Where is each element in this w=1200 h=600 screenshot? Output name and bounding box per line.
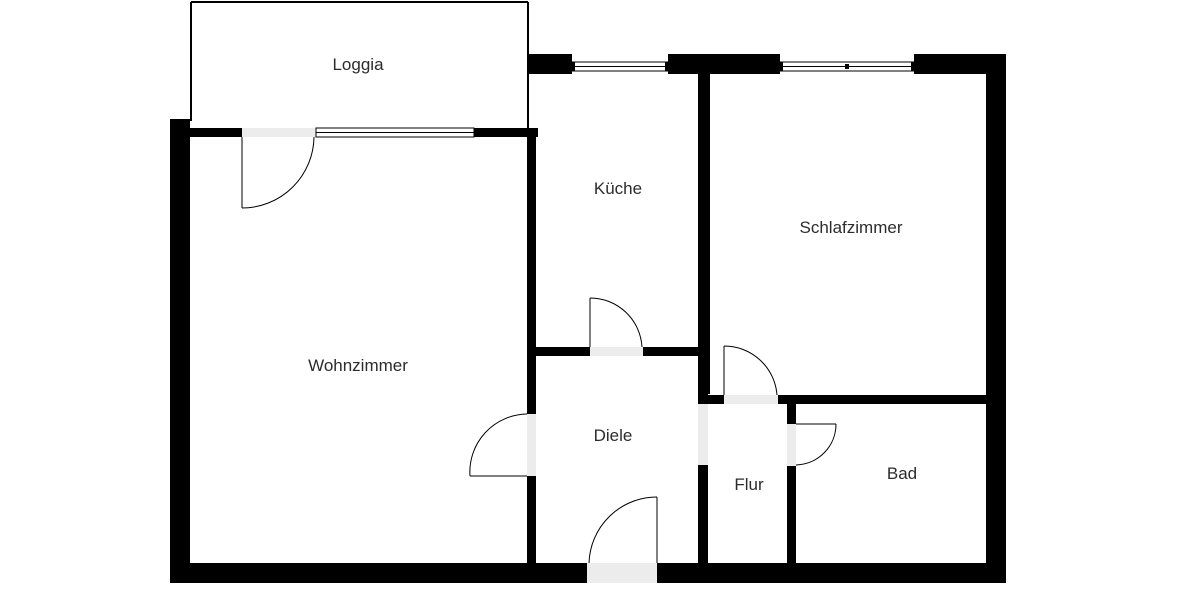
interior-walls <box>527 74 988 576</box>
room-label-flur: Flur <box>734 475 764 494</box>
window-loggia <box>315 127 475 138</box>
room-label-kueche: Küche <box>594 179 642 198</box>
door-schlafzimmer <box>723 345 778 396</box>
door-bad <box>795 423 837 466</box>
window-schlafzimmer <box>779 61 915 72</box>
room-label-diele: Diele <box>594 426 633 445</box>
exterior-walls <box>170 54 1006 583</box>
room-label-bad: Bad <box>887 464 917 483</box>
door-kueche <box>589 297 643 348</box>
room-label-loggia: Loggia <box>332 55 384 74</box>
door-openings <box>242 128 796 583</box>
door-wohnzimmer <box>469 413 528 477</box>
room-label-wohnzimmer: Wohnzimmer <box>308 356 408 375</box>
door-loggia <box>241 136 315 209</box>
window-kueche <box>571 61 669 72</box>
room-label-schlafzimmer: Schlafzimmer <box>800 218 903 237</box>
door-entrance <box>588 496 658 564</box>
